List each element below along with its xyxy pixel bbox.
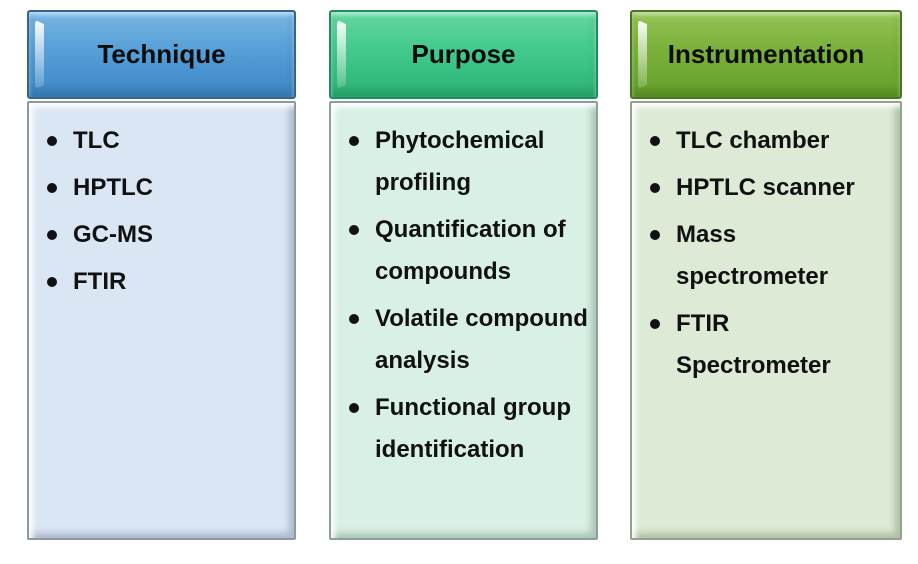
header-gloss-highlight <box>638 20 647 89</box>
list-item-label: FTIR <box>73 268 127 295</box>
purpose-header-label: Purpose <box>411 39 516 69</box>
list-item-label: Mass spectrometer <box>676 221 829 290</box>
column-instrumentation: Instrumentation TLC chamber HPTLC scanne… <box>630 10 902 540</box>
list-item-label: TLC chamber <box>676 127 830 154</box>
header-gloss-highlight <box>35 20 44 89</box>
purpose-header: Purpose <box>329 10 598 99</box>
list-item: HPTLC <box>43 167 286 209</box>
bullet-icon <box>650 319 660 329</box>
list-item-label: FTIR Spectrometer <box>676 310 831 379</box>
instrumentation-panel: TLC chamber HPTLC scanner Mass spectrome… <box>630 101 902 540</box>
bullet-icon <box>650 230 660 240</box>
list-item: Mass spectrometer <box>646 214 889 298</box>
bullet-icon <box>349 136 359 146</box>
list-item: TLC <box>43 120 286 162</box>
instrumentation-header: Instrumentation <box>630 10 902 99</box>
list-item: GC-MS <box>43 214 286 256</box>
bullet-icon <box>349 225 359 235</box>
list-item: TLC chamber <box>646 120 889 162</box>
list-item: FTIR <box>43 261 286 303</box>
list-item-label: Functional group identification <box>375 394 571 463</box>
bullet-icon <box>47 277 57 287</box>
technique-item-list: TLC HPTLC GC-MS FTIR <box>29 103 294 303</box>
list-item-label: TLC <box>73 127 120 154</box>
bullet-icon <box>349 403 359 413</box>
diagram-columns: Technique TLC HPTLC GC-MS FTIR Purpose P… <box>27 10 902 540</box>
list-item: Quantification of compounds <box>345 209 588 293</box>
list-item: Volatile compound analysis <box>345 298 588 382</box>
list-item-label: Volatile compound analysis <box>375 305 588 374</box>
list-item-label: GC-MS <box>73 221 153 248</box>
header-gloss-highlight <box>337 20 346 89</box>
bullet-icon <box>47 230 57 240</box>
list-item-label: HPTLC <box>73 174 153 201</box>
list-item: Phytochemical profiling <box>345 120 588 204</box>
list-item: HPTLC scanner <box>646 167 889 209</box>
technique-header: Technique <box>27 10 296 99</box>
list-item-label: Quantification of compounds <box>375 216 566 285</box>
bullet-icon <box>349 314 359 324</box>
bullet-icon <box>650 136 660 146</box>
bullet-icon <box>47 183 57 193</box>
bullet-icon <box>47 136 57 146</box>
instrumentation-item-list: TLC chamber HPTLC scanner Mass spectrome… <box>632 103 900 387</box>
list-item: Functional group identification <box>345 387 588 471</box>
list-item-label: HPTLC scanner <box>676 174 855 201</box>
list-item: FTIR Spectrometer <box>646 303 889 387</box>
instrumentation-header-label: Instrumentation <box>667 39 865 69</box>
list-item-label: Phytochemical profiling <box>375 127 545 196</box>
technique-panel: TLC HPTLC GC-MS FTIR <box>27 101 296 540</box>
purpose-panel: Phytochemical profiling Quantification o… <box>329 101 598 540</box>
column-purpose: Purpose Phytochemical profiling Quantifi… <box>329 10 598 540</box>
purpose-item-list: Phytochemical profiling Quantification o… <box>331 103 596 471</box>
bullet-icon <box>650 183 660 193</box>
column-technique: Technique TLC HPTLC GC-MS FTIR <box>27 10 296 540</box>
technique-header-label: Technique <box>97 39 226 69</box>
